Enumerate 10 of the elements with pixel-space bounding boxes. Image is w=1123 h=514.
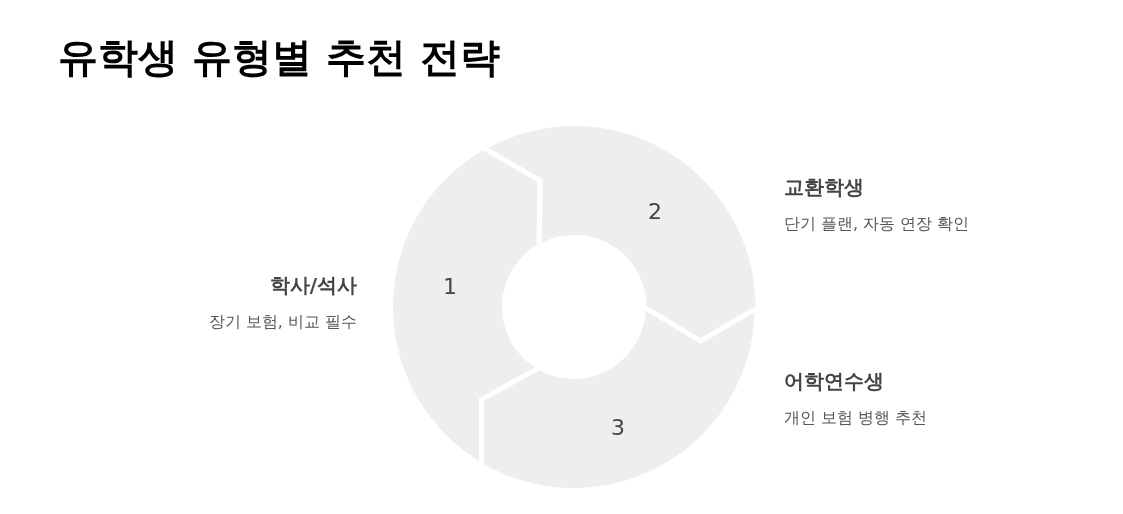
category-description: 개인 보험 병행 추천: [784, 408, 928, 429]
category-description: 단기 플랜, 자동 연장 확인: [784, 214, 970, 235]
category-heading: 어학연수생: [784, 368, 884, 395]
category-heading: 교환학생: [784, 174, 864, 201]
category-description: 장기 보험, 비교 필수: [208, 312, 357, 333]
segment-number: 2: [648, 198, 662, 224]
segment-number: 3: [611, 414, 625, 440]
segment-number: 1: [443, 273, 457, 299]
page-title: 유학생 유형별 추천 전략: [58, 33, 500, 82]
category-heading: 학사/석사: [269, 272, 357, 299]
